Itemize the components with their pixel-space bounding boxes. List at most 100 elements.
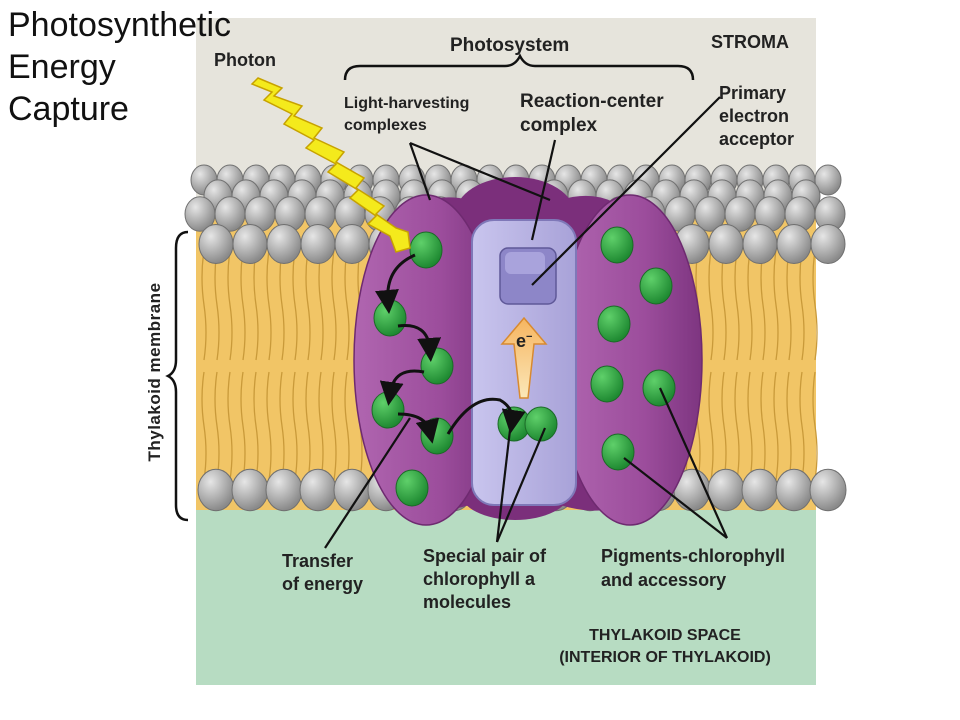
label-reaction-center: Reaction-center complex bbox=[520, 90, 664, 138]
label-special-pair-line-3: molecules bbox=[423, 592, 512, 612]
title-line-3: Capture bbox=[8, 90, 129, 128]
label-transfer-energy: Transfer of energy bbox=[282, 550, 363, 596]
lipid-head bbox=[334, 223, 370, 265]
label-light-harvesting: Light-harvesting complexes bbox=[344, 93, 469, 137]
lipid-tail bbox=[227, 249, 233, 361]
lipid-head bbox=[231, 468, 269, 512]
label-light-harvesting-line-2: complexes bbox=[344, 117, 427, 134]
lipid-head bbox=[266, 223, 302, 265]
electron-arrow bbox=[500, 316, 548, 399]
lipid-head bbox=[775, 468, 813, 512]
lipid-head bbox=[232, 223, 268, 265]
lipid-tail bbox=[331, 371, 337, 481]
pointer-transfer-energy bbox=[324, 417, 411, 549]
pointer-pigments-1 bbox=[658, 387, 729, 539]
title-line-1: Photosynthetic bbox=[8, 6, 232, 44]
label-primary-acceptor-line-1: Primary bbox=[719, 83, 787, 103]
transfer-arrow-2 bbox=[397, 324, 442, 362]
lipid-tail bbox=[747, 371, 753, 481]
lipid-tail bbox=[721, 249, 727, 361]
lipid-tail bbox=[292, 371, 298, 481]
lipid-tail bbox=[721, 371, 727, 481]
lipid-tail bbox=[747, 249, 753, 361]
chlorophyll-molecule bbox=[371, 391, 405, 429]
lipid-tail bbox=[214, 371, 220, 481]
lipid-head bbox=[810, 223, 846, 265]
lipid-head bbox=[741, 468, 779, 512]
label-light-harvesting-line-1: Light-harvesting bbox=[344, 95, 470, 112]
lipid-tail bbox=[773, 371, 779, 481]
lipid-head bbox=[299, 468, 337, 512]
label-pigments: Pigments-chlorophyll and accessory bbox=[601, 544, 785, 592]
label-pigments-line-2: and accessory bbox=[601, 570, 727, 590]
photon-bolt bbox=[250, 77, 411, 253]
electron-charge: − bbox=[526, 331, 533, 343]
electron-symbol: e bbox=[516, 331, 527, 351]
label-thylakoid-membrane: Thylakoid membrane bbox=[145, 282, 164, 462]
photosystem-brace bbox=[343, 53, 695, 81]
lipid-tail bbox=[240, 249, 246, 361]
chlorophyll-molecule bbox=[420, 347, 454, 385]
thylakoid-space-region bbox=[196, 505, 816, 685]
lipid-head bbox=[814, 164, 842, 196]
pointer-special-pair-right bbox=[495, 427, 547, 543]
lipid-tail bbox=[331, 249, 337, 361]
lipid-tail bbox=[279, 249, 285, 361]
label-special-pair: Special pair of chlorophyll a molecules bbox=[423, 545, 546, 614]
primary-electron-acceptor-highlight bbox=[505, 252, 545, 274]
lipid-head bbox=[197, 468, 235, 512]
lipid-head bbox=[708, 223, 744, 265]
label-thylakoid-space: THYLAKOID SPACE (INTERIOR OF THYLAKOID) bbox=[559, 625, 771, 669]
lipid-head bbox=[776, 223, 812, 265]
pointer-reaction-center bbox=[530, 139, 557, 241]
lipid-head bbox=[300, 223, 336, 265]
diagram-title: Photosynthetic Energy Capture bbox=[8, 4, 231, 130]
label-reaction-center-line-1: Reaction-center bbox=[520, 91, 664, 112]
lipid-tail bbox=[253, 371, 259, 481]
pointer-pigments-2 bbox=[623, 457, 728, 539]
label-pigments-line-1: Pigments-chlorophyll bbox=[601, 546, 786, 566]
chlorophyll-molecule bbox=[590, 365, 624, 403]
lipid-tail bbox=[201, 249, 207, 361]
lipid-head bbox=[809, 468, 847, 512]
lipid-tail bbox=[760, 249, 766, 361]
lipid-tail bbox=[214, 249, 220, 361]
energy-transfer-arrows bbox=[374, 253, 526, 444]
chlorophyll-molecule bbox=[395, 469, 429, 507]
transfer-arrow-5 bbox=[446, 397, 526, 435]
chlorophyll-molecule bbox=[642, 369, 676, 407]
chlorophyll-molecule bbox=[373, 299, 407, 337]
label-transfer-energy-line-2: of energy bbox=[282, 574, 364, 594]
lipid-tail bbox=[227, 371, 233, 481]
transfer-arrow-4 bbox=[397, 412, 440, 444]
lipid-tail bbox=[708, 249, 714, 361]
lipid-tail bbox=[344, 249, 350, 361]
lipid-tail bbox=[708, 371, 714, 481]
title-line-2: Energy bbox=[8, 48, 116, 86]
lipid-head bbox=[265, 468, 303, 512]
lipid-head bbox=[742, 223, 778, 265]
lipid-tail bbox=[799, 371, 805, 481]
label-primary-acceptor-line-2: electron bbox=[719, 106, 790, 126]
lipid-tail bbox=[786, 249, 792, 361]
lipid-head bbox=[707, 468, 745, 512]
lipid-head bbox=[198, 223, 234, 265]
lipid-tail bbox=[279, 371, 285, 481]
lipid-tail bbox=[773, 249, 779, 361]
lipid-tail bbox=[292, 249, 298, 361]
label-special-pair-line-1: Special pair of bbox=[423, 546, 547, 566]
chlorophyll-molecule bbox=[600, 226, 634, 264]
label-photosystem: Photosystem bbox=[450, 35, 570, 56]
pointer-light-harvesting-left bbox=[408, 142, 432, 201]
label-primary-acceptor: Primary electron acceptor bbox=[719, 82, 794, 151]
lipid-tail bbox=[734, 249, 740, 361]
label-electron: e− bbox=[516, 331, 532, 352]
label-photon: Photon bbox=[214, 50, 276, 70]
label-thylakoid-space-line-1: THYLAKOID SPACE bbox=[589, 627, 741, 644]
label-transfer-energy-line-1: Transfer bbox=[282, 551, 354, 571]
lipid-tail bbox=[318, 371, 324, 481]
lipid-tail bbox=[305, 371, 311, 481]
lipid-tail bbox=[344, 371, 350, 481]
chlorophyll-molecule bbox=[601, 433, 635, 471]
